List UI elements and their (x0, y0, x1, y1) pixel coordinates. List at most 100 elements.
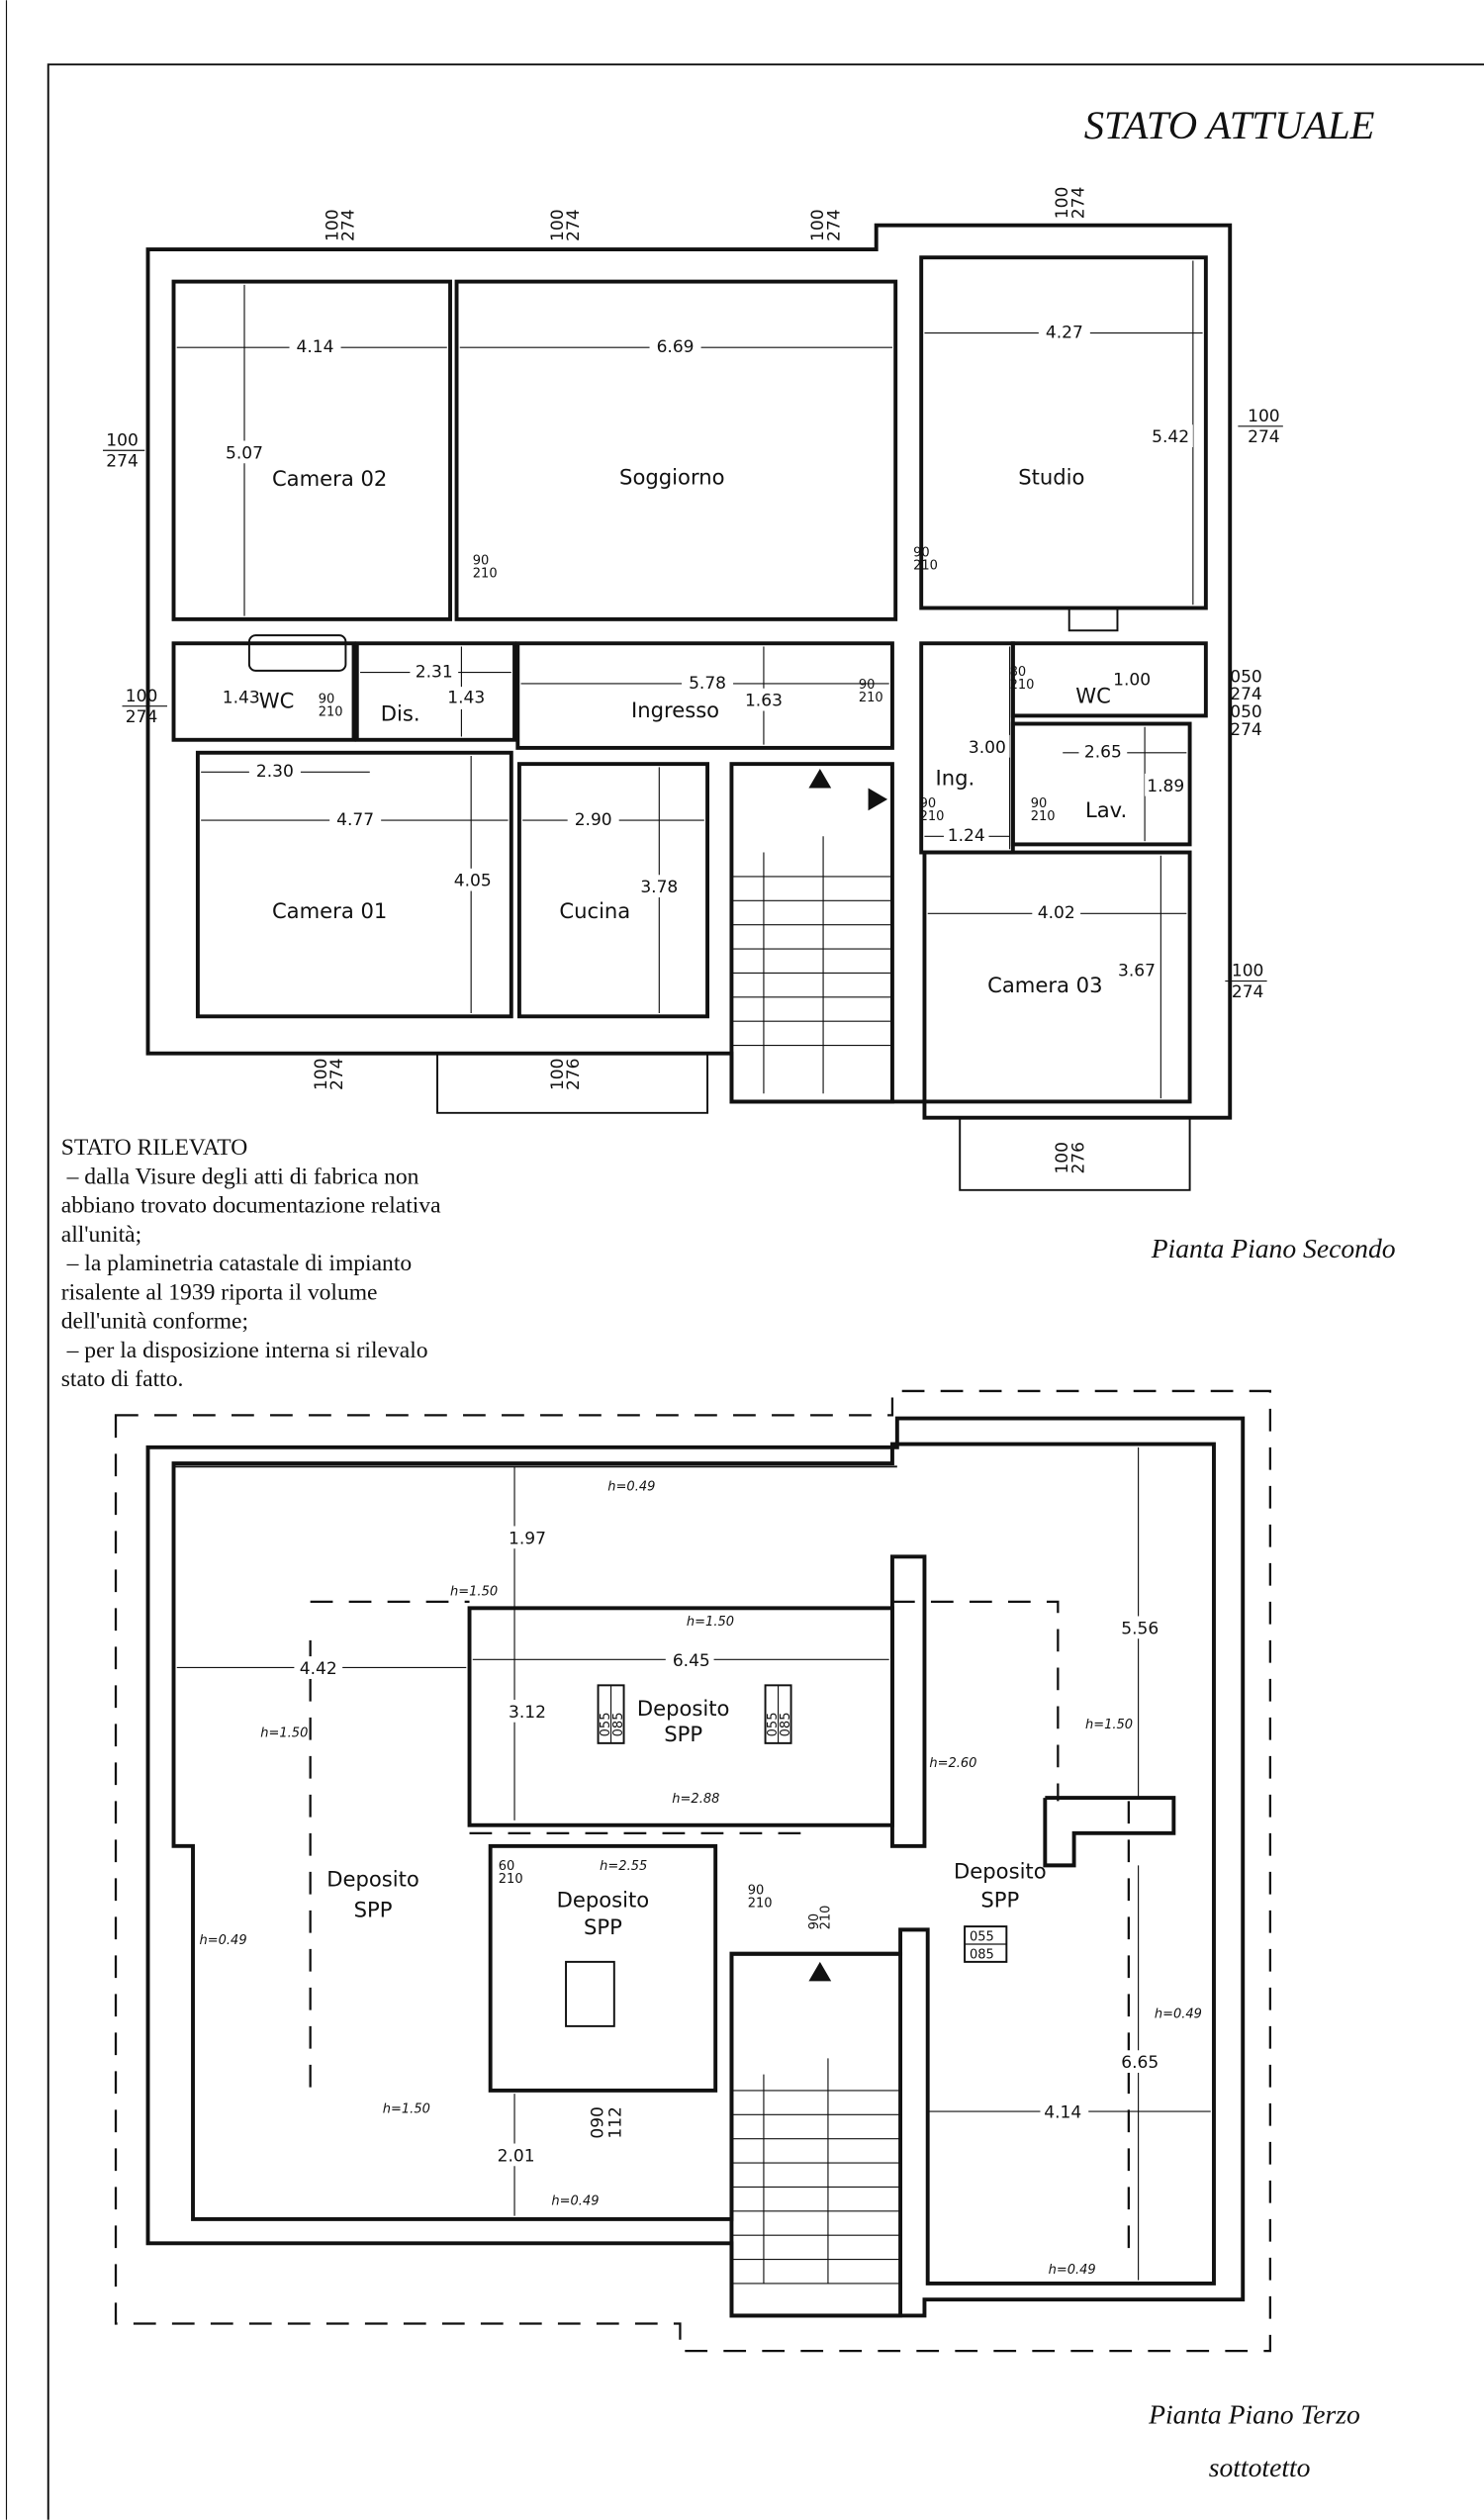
room-label: WC (1075, 683, 1111, 707)
note-line: – dalla Visure degli atti di fabrica non (61, 1164, 419, 1189)
room-lav (1010, 721, 1192, 847)
height-label: h=1.50 (450, 1584, 498, 1599)
dimension: 4.14 (1044, 2103, 1081, 2123)
window-width: 100 (106, 430, 139, 450)
height-label: h=1.50 (260, 1726, 308, 1740)
dimension: 1.89 (1147, 777, 1184, 796)
room-dis (354, 641, 516, 742)
skylight-width: 055 (970, 1930, 994, 1945)
skylight-width: 055 (766, 1713, 781, 1737)
door-width: 90 (319, 692, 335, 706)
dimension: 1.00 (1113, 671, 1151, 691)
room-label: Camera 03 (987, 973, 1102, 997)
dimension: 2.65 (1084, 743, 1122, 763)
dimension: 5.42 (1152, 427, 1189, 447)
window-width: 050 (1230, 702, 1262, 722)
window-height: 274 (1230, 720, 1262, 740)
room-soggiorno (454, 279, 898, 621)
door-height: 210 (859, 691, 883, 705)
height-label: h=0.49 (1155, 2007, 1202, 2022)
room-label: Lav. (1085, 797, 1127, 822)
room-label: Deposito (557, 1888, 650, 1913)
note-line: stato di fatto. (61, 1366, 184, 1392)
door-height: 210 (913, 559, 938, 574)
window-height: 274 (106, 451, 139, 471)
up-arrow-icon (808, 1961, 832, 1982)
plan-title-second: Pianta Piano Secondo (1151, 1233, 1396, 1263)
room-label: Deposito (637, 1696, 730, 1721)
dimension: 4.02 (1038, 903, 1075, 923)
dimension: 2.31 (416, 662, 453, 682)
plan-title-third: Pianta Piano Terzo (1148, 2398, 1360, 2429)
height-label: h=0.49 (1049, 2263, 1096, 2278)
door-width: 90 (859, 678, 876, 693)
dimension-labels: 4.14 5.07 6.69 4.27 5.42 1.43 2.31 1.43 … (219, 320, 1193, 981)
note-line: all'unità; (61, 1222, 141, 1248)
door-width: 90 (1031, 796, 1048, 811)
dimension: 1.24 (948, 826, 985, 846)
room-studio (919, 255, 1208, 610)
room-label: Ingresso (631, 698, 719, 722)
room-labels: Deposito SPP Deposito SPP Deposito SPP D… (326, 1696, 1046, 1939)
window-width: 100 (548, 209, 568, 241)
sheet-title: STATO ATTUALE (1084, 103, 1375, 147)
window-height: 274 (1248, 427, 1280, 447)
chimney (1043, 1796, 1176, 1868)
floor-plan-second: Camera 02 Soggiorno Studio WC Dis. Ingre… (103, 187, 1396, 1263)
dimension: 1.97 (509, 1529, 546, 1548)
dimension: 5.07 (226, 443, 263, 463)
door-height: 210 (473, 567, 498, 582)
door-labels: 60 210 90 210 90 210 090 112 (499, 1859, 834, 2138)
door-height: 210 (319, 704, 343, 719)
dimension: 1.43 (223, 688, 260, 707)
dimension: 6.65 (1121, 2053, 1159, 2073)
window-width: 100 (548, 1059, 568, 1091)
up-arrow-icon (808, 769, 832, 789)
room-label: Deposito (326, 1866, 419, 1891)
window-width: 090 (588, 2106, 607, 2139)
window-labels: 100 274 100 274 100 274 100 274 100 274 … (103, 187, 1283, 1174)
room-label: Soggiorno (619, 464, 725, 489)
door-height: 210 (499, 1872, 523, 1887)
height-label: h=1.50 (1085, 1718, 1133, 1732)
dimension: 2.30 (256, 762, 294, 782)
dimension: 1.43 (447, 688, 485, 707)
room-label: WC (259, 688, 295, 712)
dimension: 4.05 (454, 872, 492, 891)
door-height: 210 (920, 809, 945, 824)
height-label: h=2.55 (600, 1859, 647, 1874)
outer-wall (145, 1416, 1246, 2318)
dimension-labels: 1.97 4.42 6.45 3.12 5.56 6.65 4.14 2.01 (294, 1526, 1164, 2166)
skylight-width: 055 (599, 1713, 613, 1737)
dimension: 5.56 (1121, 1619, 1159, 1638)
window-height: 274 (1230, 685, 1262, 704)
dimension: 3.67 (1118, 962, 1156, 981)
floor-plan-third: 1.97 4.42 6.45 3.12 5.56 6.65 4.14 2.01 … (114, 1389, 1360, 2482)
room-label: SPP (584, 1914, 622, 1939)
room-label: SPP (354, 1897, 393, 1921)
stairwell (729, 1951, 903, 2318)
skylight-height: 085 (779, 1713, 793, 1737)
window-width: 100 (1053, 187, 1072, 220)
skylight-height: 085 (611, 1713, 626, 1737)
room-label: Camera 02 (272, 466, 387, 491)
notes-heading: STATO RILEVATO (61, 1135, 247, 1161)
note-line: – la plaminetria catastale di impianto (61, 1251, 412, 1276)
note-line: abbiano trovato documentazione relativa (61, 1193, 441, 1219)
dimension: 4.77 (336, 810, 374, 830)
height-labels: h=0.49 h=1.50 h=1.50 h=1.50 h=1.50 h=2.6… (200, 1480, 1202, 2278)
door-height: 210 (1031, 809, 1056, 824)
door-width: 90 (807, 1913, 822, 1930)
height-label: h=1.50 (687, 1615, 734, 1630)
room-label: Cucina (559, 898, 630, 923)
door-width: 80 (1010, 665, 1027, 680)
dimension: 4.42 (300, 1659, 337, 1679)
window-height: 276 (564, 1059, 584, 1091)
bathtub-icon (247, 634, 347, 672)
window-width: 100 (312, 1059, 331, 1091)
window-height: 274 (564, 209, 584, 241)
note-line: – per la disposizione interna si rileval… (61, 1338, 428, 1363)
window-height: 274 (339, 209, 359, 241)
door-width: 60 (499, 1859, 515, 1874)
